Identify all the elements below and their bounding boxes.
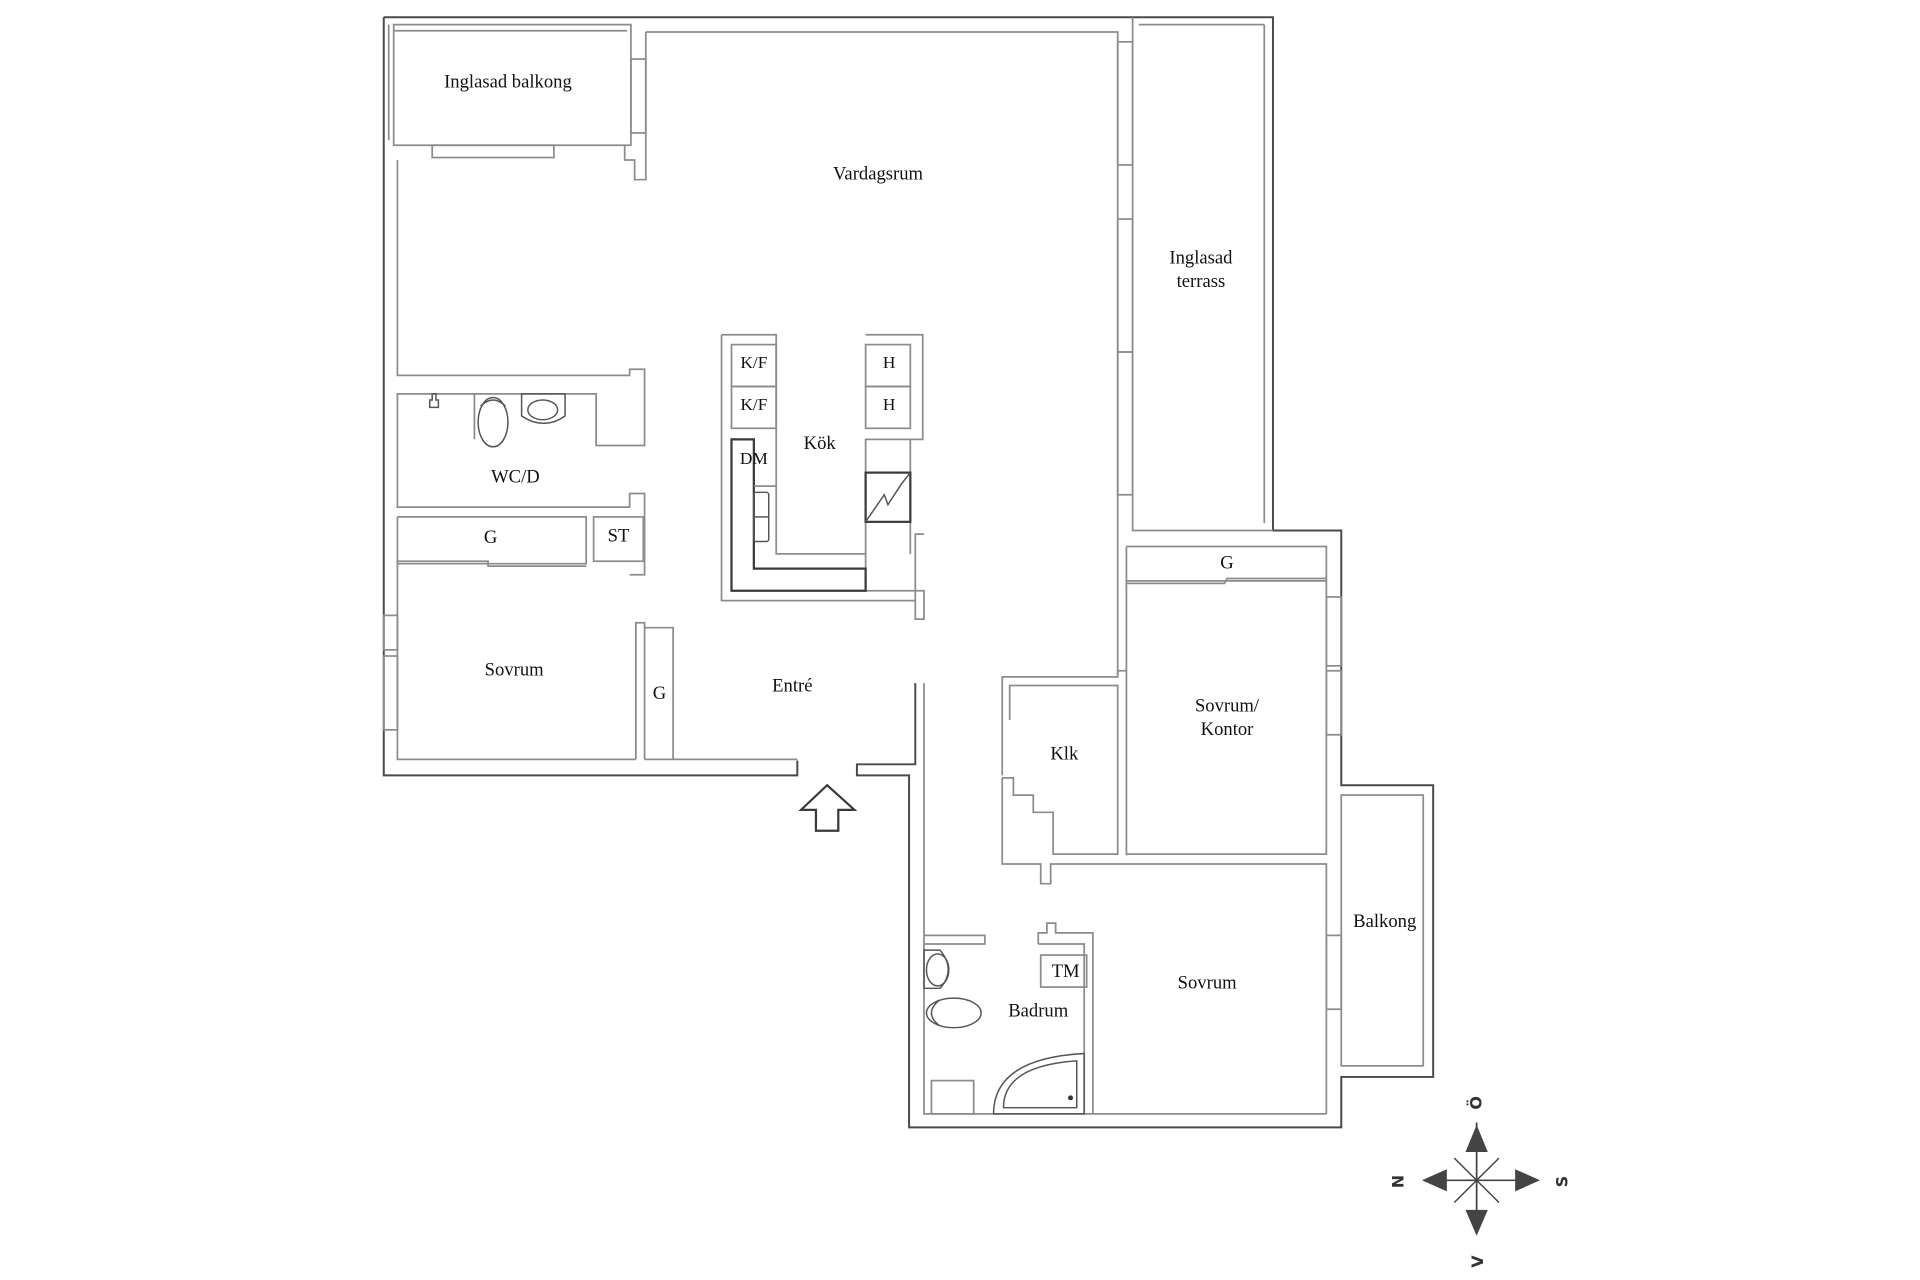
- room-label-glazed-balcony: Inglasad balkong: [444, 71, 572, 92]
- fixture-dishwasher: DM: [740, 449, 768, 468]
- sink-icon: [923, 949, 949, 990]
- compass-icon: Ö V N S: [1388, 1096, 1571, 1268]
- entrance-arrow-icon: [798, 783, 858, 832]
- room-label-closet-hall: G: [484, 527, 497, 548]
- room-label-bedroom-office-2: Kontor: [1201, 719, 1255, 740]
- bathroom: [923, 922, 1094, 1115]
- room-label-glazed-terrace-1: Inglasad: [1169, 247, 1233, 268]
- closet-storage: [397, 516, 645, 568]
- compass-label-left: N: [1388, 1175, 1407, 1188]
- fixture-fridge-freezer-2: K/F: [740, 395, 767, 414]
- fixture-cabinet-1: H: [883, 353, 896, 372]
- room-label-storage: ST: [608, 526, 630, 547]
- kitchen-units: [720, 333, 925, 620]
- room-label-closet-east: G: [1220, 553, 1233, 574]
- room-label-glazed-terrace-2: terrass: [1177, 271, 1226, 292]
- toilet-icon: [925, 997, 982, 1029]
- fixture-fridge-freezer-1: K/F: [740, 353, 767, 372]
- toilet-icon: [477, 396, 509, 448]
- compass-label-right: S: [1552, 1176, 1571, 1188]
- sink-icon: [520, 393, 566, 425]
- compass-label-up: Ö: [1467, 1096, 1486, 1110]
- room-label-bathroom: Badrum: [1008, 1001, 1069, 1022]
- bedroom-1-walls: [382, 614, 674, 760]
- room-label-bedroom-office-1: Sovrum/: [1195, 695, 1260, 716]
- fixture-cabinet-2: H: [883, 395, 896, 414]
- closet-east: [1116, 545, 1328, 856]
- compass-label-down: V: [1468, 1255, 1487, 1268]
- room-label-wc: WC/D: [491, 467, 540, 488]
- glazed-terrace: [1116, 17, 1273, 532]
- bedroom-office-walls: [1126, 580, 1343, 856]
- room-label-bedroom-2: Sovrum: [1178, 972, 1238, 993]
- room-label-entry: Entré: [772, 676, 812, 697]
- room-label-kitchen: Kök: [804, 433, 837, 454]
- room-label-balcony: Balkong: [1353, 911, 1416, 932]
- balcony: [1325, 794, 1425, 1067]
- fixture-washing-machine: TM: [1052, 961, 1080, 982]
- outer-walls: [382, 16, 1435, 1129]
- walk-in-closet-walls: [1001, 669, 1328, 1114]
- wc-fixtures: [428, 393, 566, 448]
- room-label-living-room: Vardagsrum: [833, 164, 924, 185]
- bathtub-icon: [992, 1052, 1085, 1115]
- room-label-closet-entry: G: [653, 683, 666, 704]
- room-label-walk-in-closet: Klk: [1050, 743, 1079, 764]
- tap-icon: [428, 393, 440, 409]
- glazed-balcony: [387, 23, 647, 181]
- room-label-bedroom-1: Sovrum: [485, 660, 545, 681]
